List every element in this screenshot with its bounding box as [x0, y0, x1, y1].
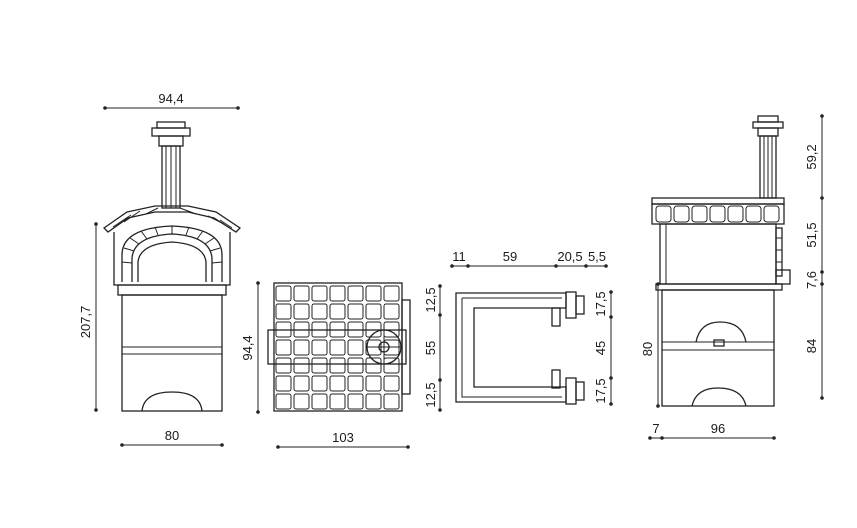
side-inner-label: 80	[640, 342, 655, 356]
side-roof-label: 51,5	[804, 222, 819, 247]
side-roof-tile	[763, 205, 780, 223]
plan-seg-bottom-label: 17,5	[593, 378, 608, 403]
roof-tile	[365, 303, 382, 320]
roof-tile	[383, 393, 400, 410]
side-base-label: 84	[804, 339, 819, 353]
roof-tile	[293, 339, 310, 356]
roof-tile	[311, 375, 328, 392]
front-width-base-label: 80	[165, 428, 179, 443]
top-seg-bottom-label: 12,5	[423, 382, 438, 407]
front-view: 94,4 207,7 80	[78, 91, 242, 447]
roof-tile	[293, 357, 310, 374]
roof-tile	[275, 393, 292, 410]
roof-tile	[275, 339, 292, 356]
roof-tile	[275, 375, 292, 392]
roof-tile	[293, 285, 310, 302]
roof-tile	[275, 303, 292, 320]
top-width-label: 103	[332, 430, 354, 445]
roof-tile	[365, 393, 382, 410]
roof-tile	[347, 357, 364, 374]
roof-tile	[311, 285, 328, 302]
top-seg-mid-label: 55	[423, 341, 438, 355]
roof-tile	[383, 285, 400, 302]
roof-tile	[311, 303, 328, 320]
roof-tile	[347, 393, 364, 410]
side-offset-label: 7	[652, 421, 659, 436]
roof-tile	[329, 393, 346, 410]
roof-tile	[293, 303, 310, 320]
top-depth-label: 94,4	[240, 335, 255, 360]
plan-dim-c-label: 20,5	[557, 249, 582, 264]
roof-tile	[275, 357, 292, 374]
side-roof-tile	[709, 205, 726, 223]
top-seg-top-label: 12,5	[423, 287, 438, 312]
plan-view: 11 59 20,5 5,5 17,5 45 17,5	[450, 249, 613, 406]
roof-tile	[383, 357, 400, 374]
plan-dim-a-label: 11	[452, 249, 466, 264]
plan-dim-b-label: 59	[503, 249, 517, 264]
side-roof-tile	[673, 205, 690, 223]
plan-seg-top-label: 17,5	[593, 291, 608, 316]
front-height-label: 207,7	[78, 306, 93, 339]
roof-tile	[365, 375, 382, 392]
roof-tile	[347, 339, 364, 356]
side-view: 59,2 51,5 7,6 84 80 7 96	[640, 114, 824, 440]
roof-tile	[383, 375, 400, 392]
roof-tile	[311, 393, 328, 410]
side-roof-tile	[655, 205, 672, 223]
top-view: 94,4 103 12,5 55 12,5	[240, 281, 442, 449]
roof-tile	[347, 375, 364, 392]
roof-tile	[347, 303, 364, 320]
roof-tile	[365, 285, 382, 302]
roof-tile	[329, 285, 346, 302]
roof-tile	[329, 303, 346, 320]
roof-tile	[365, 357, 382, 374]
roof-tile	[311, 357, 328, 374]
side-ledge-label: 7,6	[804, 271, 819, 289]
plan-seg-mid-label: 45	[593, 341, 608, 355]
side-roof-tile	[727, 205, 744, 223]
roof-tile	[347, 285, 364, 302]
plan-dim-d-label: 5,5	[588, 249, 606, 264]
front-width-top-label: 94,4	[158, 91, 183, 106]
roof-tile	[293, 393, 310, 410]
side-roof-tile	[691, 205, 708, 223]
roof-tile	[329, 375, 346, 392]
roof-tile	[329, 339, 346, 356]
roof-tile	[311, 339, 328, 356]
roof-tile	[293, 375, 310, 392]
roof-tile	[383, 303, 400, 320]
roof-tile	[329, 357, 346, 374]
roof-tile	[275, 285, 292, 302]
side-chimney-label: 59,2	[804, 144, 819, 169]
side-roof-tile	[745, 205, 762, 223]
side-depth-label: 96	[711, 421, 725, 436]
